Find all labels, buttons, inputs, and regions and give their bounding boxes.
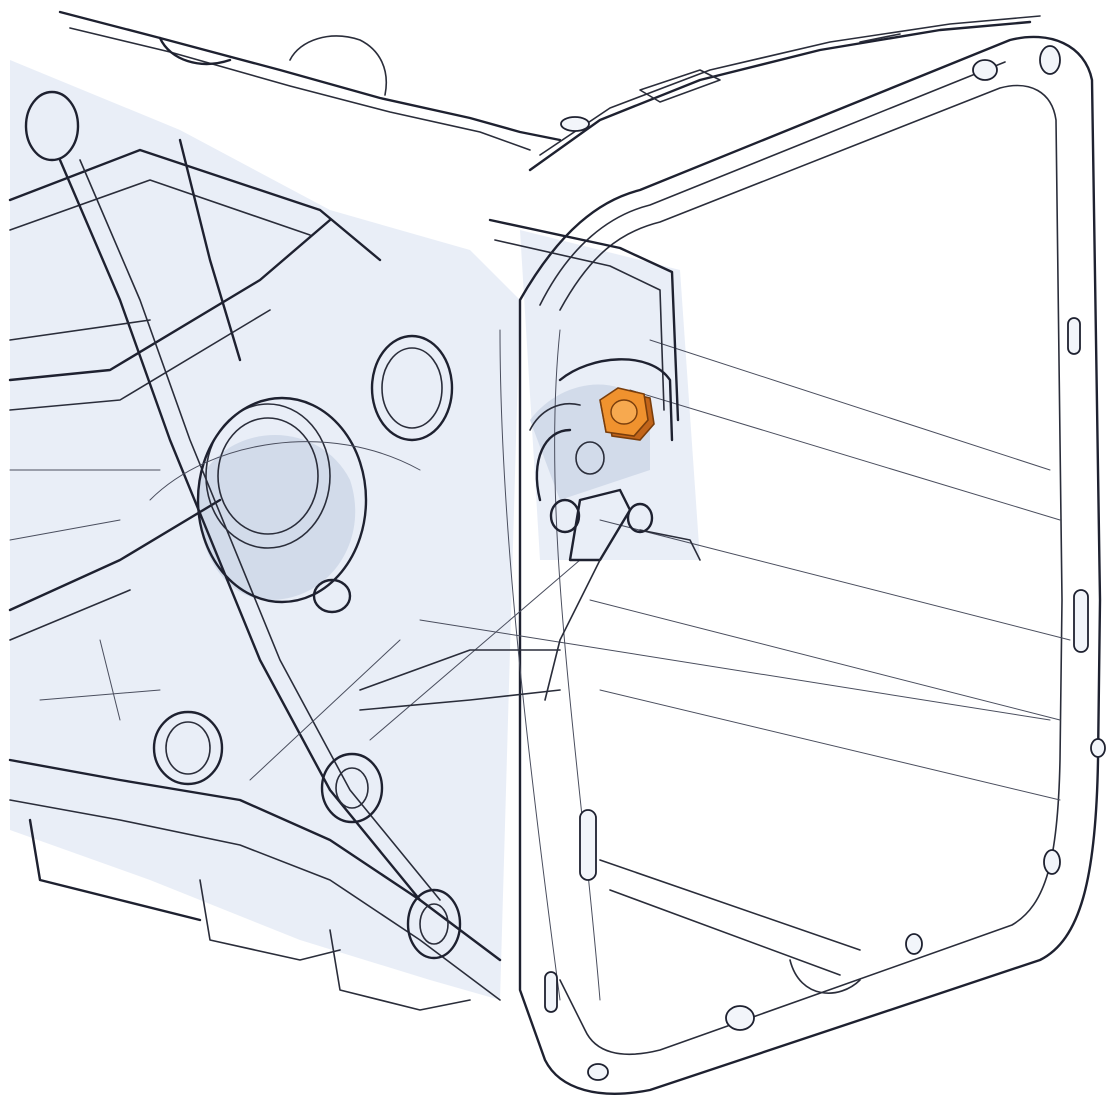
nut-top-face (610, 399, 638, 425)
gasket-flange (499, 35, 1102, 1095)
flange-holes (544, 45, 1106, 1081)
bearing-boss (149, 396, 421, 604)
drain-plug (152, 710, 224, 786)
internal-lines (249, 339, 1071, 994)
highlighted-nut (599, 387, 655, 441)
upper-flange (58, 10, 1041, 172)
bracket-assembly (488, 218, 701, 701)
upper-boss (370, 334, 454, 442)
lower-boss (312, 578, 462, 960)
ribbed-casting (8, 90, 502, 1011)
